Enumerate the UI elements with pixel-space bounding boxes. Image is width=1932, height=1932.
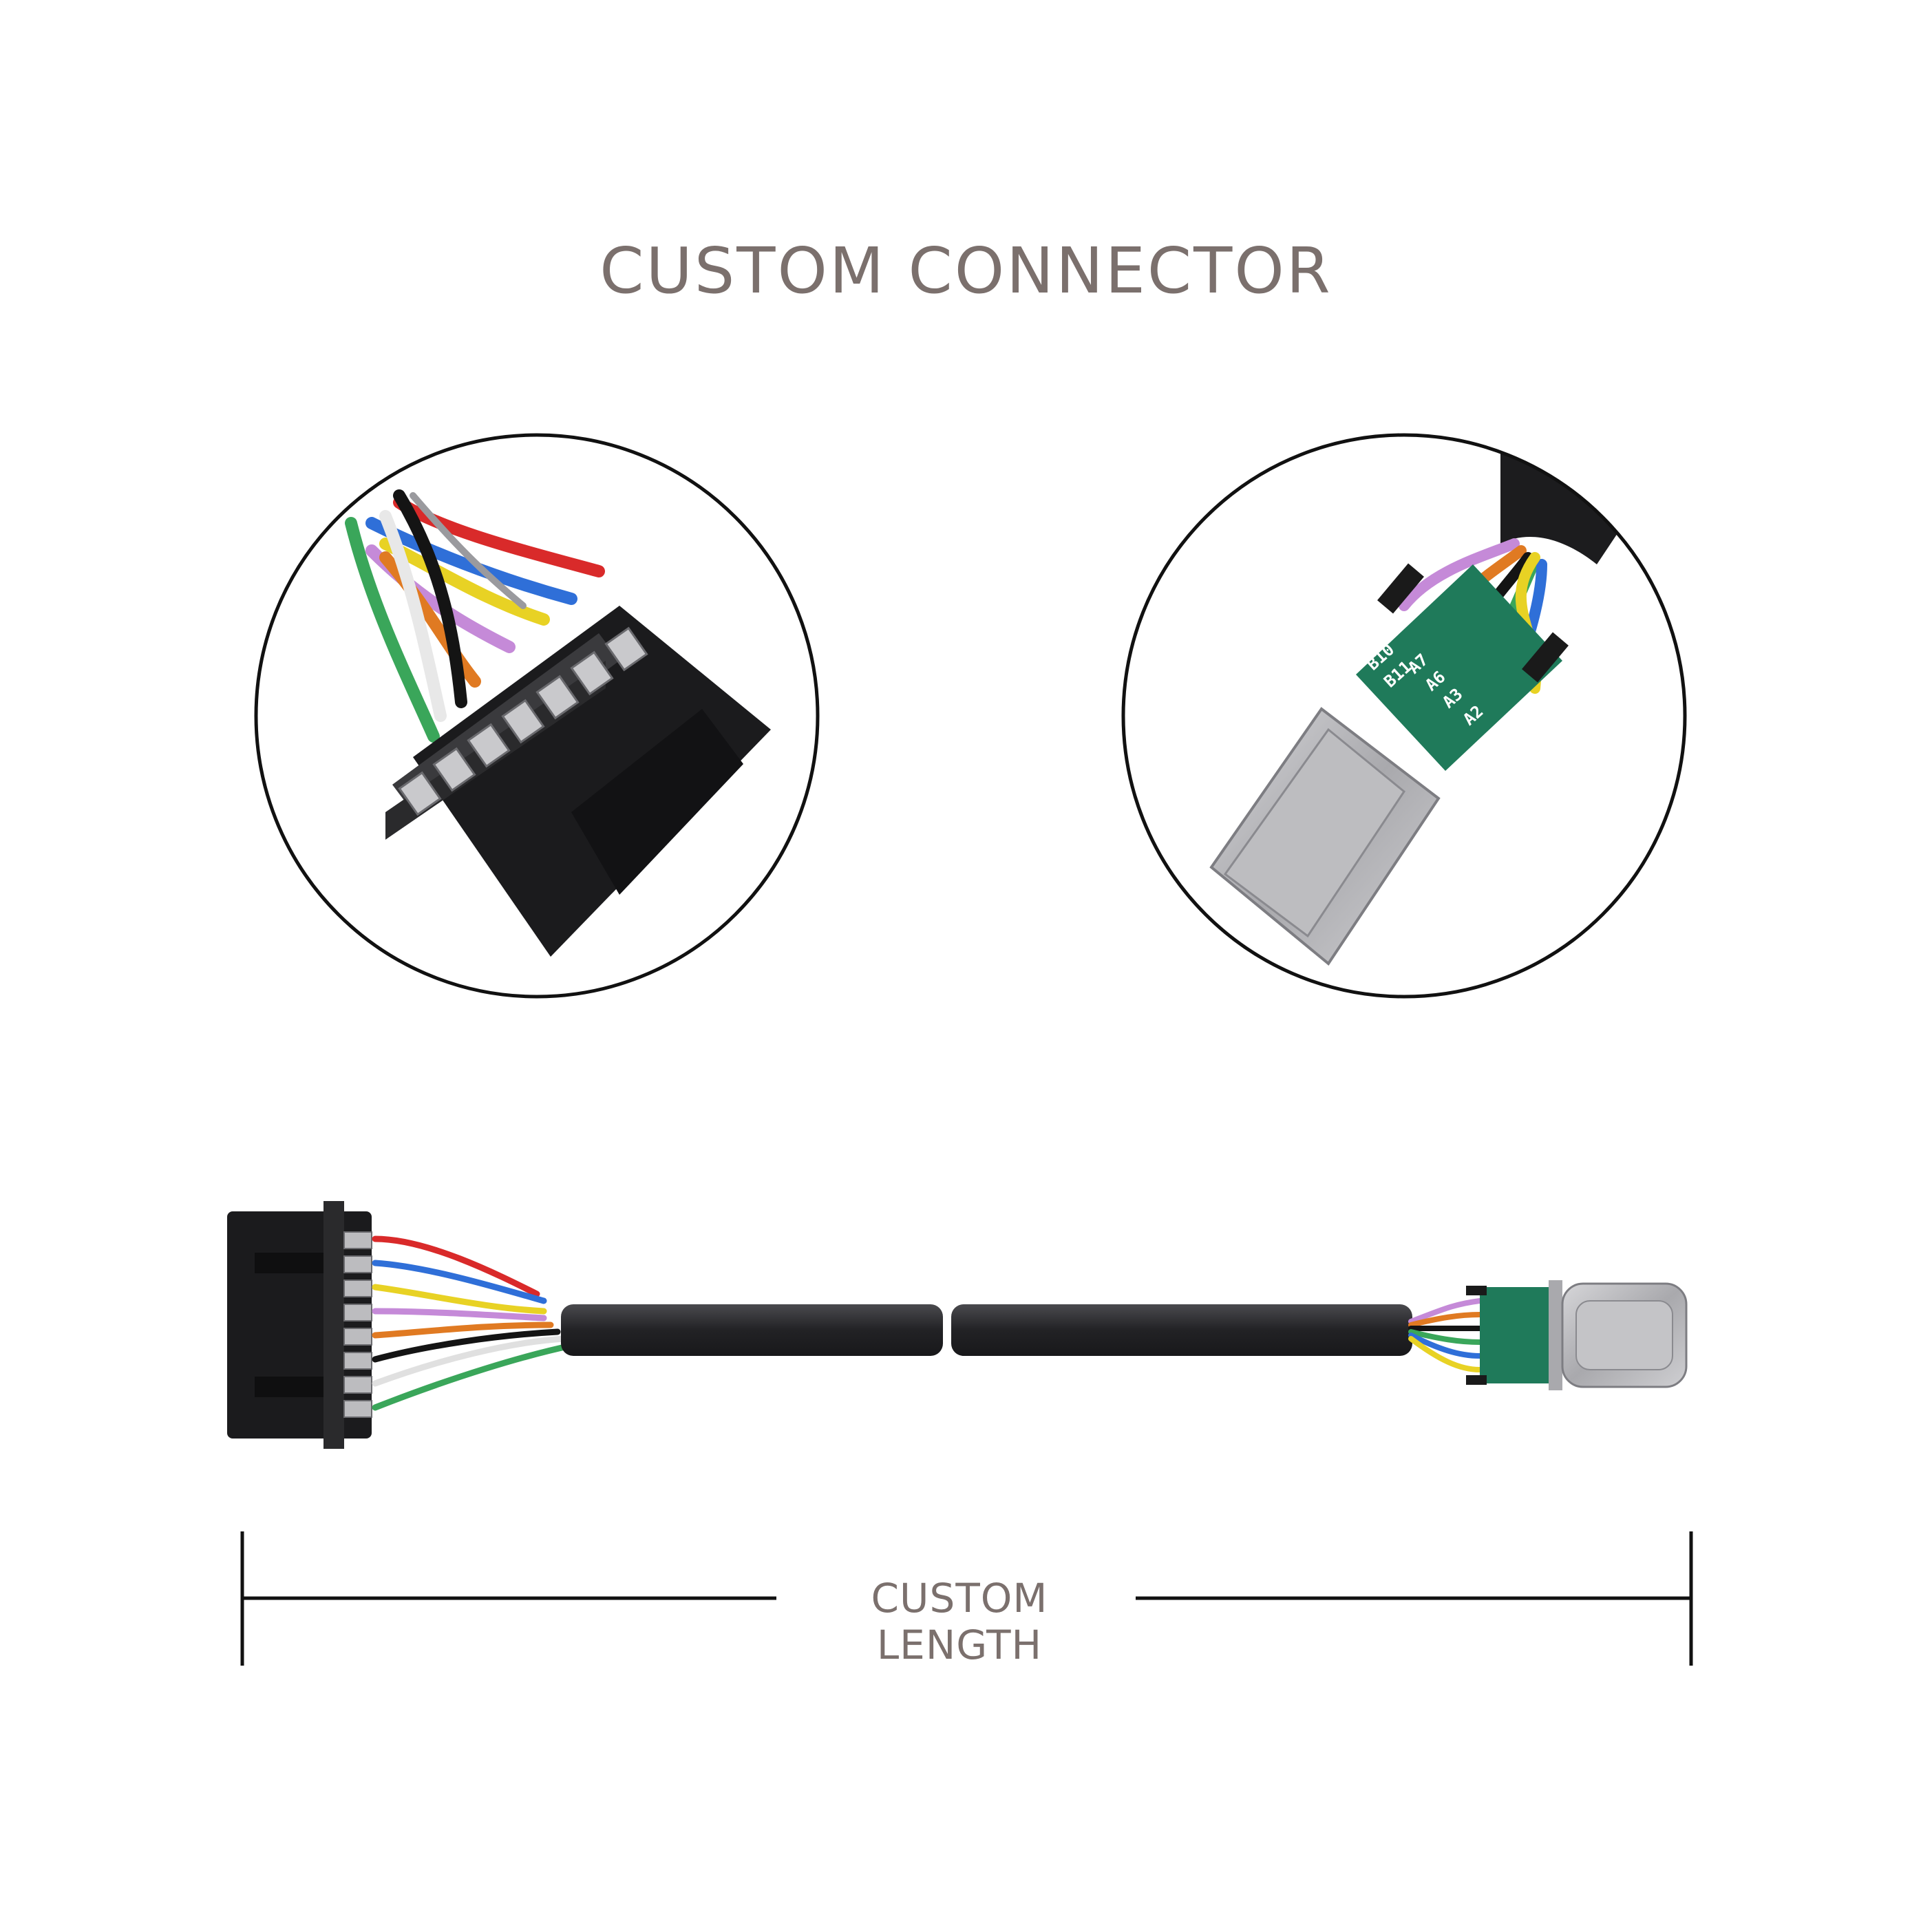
page-title: CUSTOM CONNECTOR: [599, 234, 1333, 308]
usb-c-plug: [1549, 1280, 1688, 1390]
housing-closeup: [254, 433, 820, 999]
usb-c-pcb: [1466, 1286, 1556, 1385]
cable-jacket: [561, 1304, 1412, 1356]
usb-c-closeup: B10 B11 A7 A6 A3 A2: [1121, 433, 1687, 999]
housing-connector: [227, 1201, 372, 1449]
dimension-line: [240, 1531, 1693, 1666]
closeup-pcb: [1356, 563, 1569, 771]
closeup-wires: [345, 489, 605, 743]
right-circle-frame: [1121, 433, 1687, 999]
custom-length-label: CUSTOM LENGTH: [871, 1575, 1048, 1668]
cable-wires-left: [372, 1235, 575, 1411]
cable-wires-right: [1408, 1298, 1483, 1372]
closeup-housing: [385, 606, 771, 957]
closeup-plug-shell: [1209, 707, 1441, 966]
cable-assembly: [227, 1201, 1688, 1449]
left-circle-frame: [254, 433, 820, 999]
